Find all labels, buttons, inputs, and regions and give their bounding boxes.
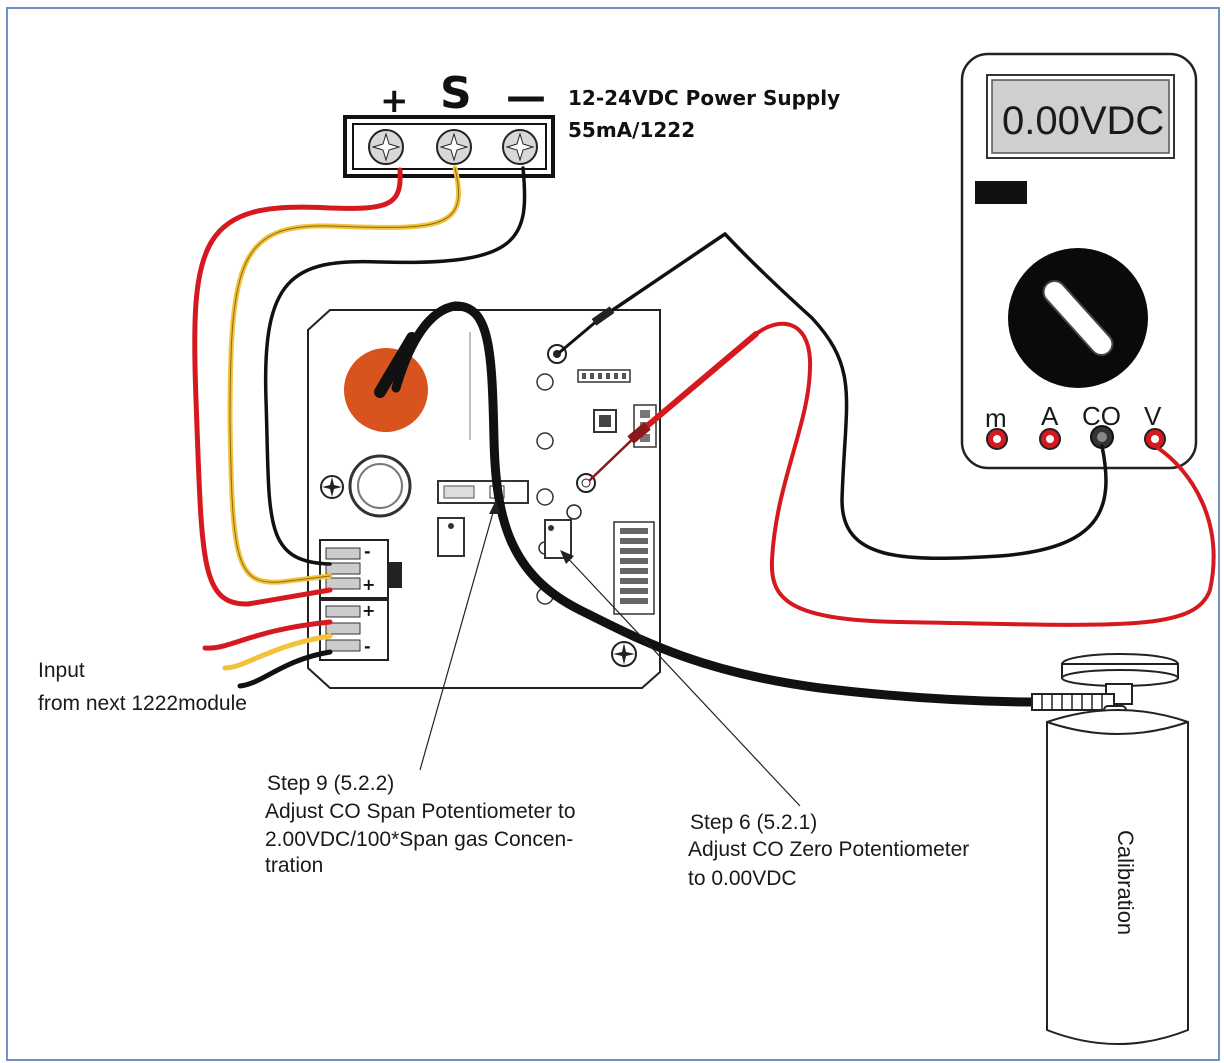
step6-line3: to 0.00VDC [688,867,797,890]
board-hole [536,373,554,391]
wire-input-black [237,649,333,689]
power-supply-terminal: + S — [343,68,555,178]
zero-potentiometer [544,519,572,559]
step6-title: Step 6 (5.2.1) [690,811,817,834]
wire-black-probe [596,232,1108,560]
screw-signal-icon [436,129,472,165]
red-probe-handle [637,331,759,435]
power-supply-label: 12-24VDC Power Supply [568,86,840,110]
board-hole [536,432,554,450]
terminal-mark-minus: - [364,542,371,561]
cylinder-label: Calibration [1113,830,1138,935]
leader-step6 [561,551,801,807]
calibration-cylinder: Calibration [1031,653,1189,1045]
terminal-minus-label: — [506,74,546,120]
terminal-mark-minus: - [364,637,371,656]
mount-screw-icon [611,641,637,667]
step9-title: Step 9 (5.2.2) [267,772,394,795]
wires [192,165,1216,707]
jumper [388,562,402,588]
diagram-frame [6,7,1220,1061]
input-label: Input [38,659,85,682]
wire-red-probe [754,321,1216,627]
jack-a-label: A [1041,401,1059,431]
terminal-plus-label: + [380,81,409,121]
meter-reading: 0.00VDC [1002,99,1164,143]
terminal-signal-label: S [440,68,472,119]
board-hole [536,488,554,506]
wire-red-power [192,167,403,607]
input-source-label: from next 1222module [38,692,247,715]
step9-line3: 2.00VDC/100*Span gas Concen- [265,828,573,851]
screw-minus-icon [502,129,538,165]
step9-line4: tration [265,854,323,877]
multimeter: 0.00VDC m A CO V [960,52,1198,470]
leader-step9 [419,501,497,771]
wire-input-yellow [222,633,333,671]
wire-black-power [263,166,527,566]
wire-input-red [202,619,333,651]
meter-display [991,79,1170,154]
sensor-board: - + + - [307,309,661,689]
step9-line2: Adjust CO Span Potentiometer to [265,800,576,823]
mount-screw-icon [320,475,344,499]
jack-m-label: m [985,403,1007,433]
step6-line2: Adjust CO Zero Potentiometer [688,838,969,861]
meter-indicator [975,181,1027,204]
terminal-mark-plus: + [362,601,375,620]
black-probe-tip [558,318,600,354]
black-probe-grip [591,306,615,326]
cylinder-body [1046,709,1189,1045]
screw-plus-icon [368,129,404,165]
calibration-tube [391,301,1045,707]
dial-pointer-icon [1042,279,1114,357]
terminal-mark-plus: + [362,575,375,594]
jack-co-label: CO [1082,401,1121,431]
jack-v-label: V [1144,401,1162,431]
power-supply-current: 55mA/1222 [568,118,695,142]
